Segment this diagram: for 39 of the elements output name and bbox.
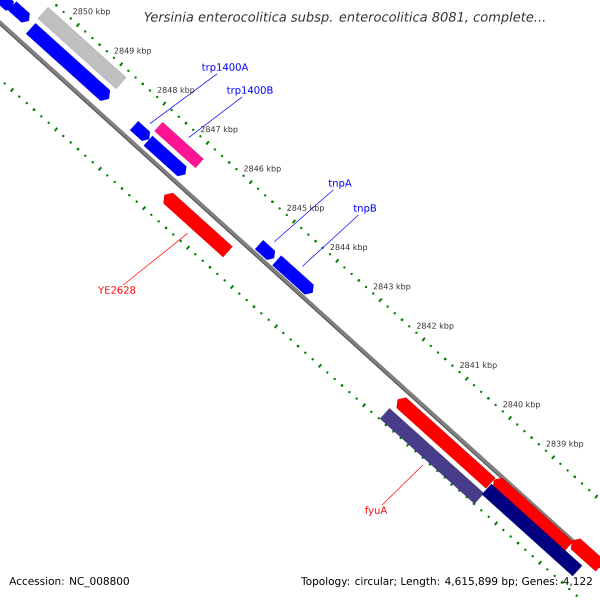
scale-label: 2839 kbp [546, 440, 584, 448]
scale-label: 2845 kbp [287, 204, 324, 212]
gene-bar [0, 0, 14, 11]
leader-line [188, 96, 243, 138]
gene-bar [396, 397, 496, 489]
leader-line [302, 214, 359, 267]
gene-bar [8, 1, 30, 23]
gene-bar [272, 255, 314, 295]
leader-line [122, 232, 188, 286]
gene-label: fyuA [365, 506, 388, 516]
scale-label: 2849 kbp [114, 47, 152, 56]
gene-bar [570, 538, 600, 572]
scale-label: 2844 kbp [330, 244, 368, 252]
gene-bar [482, 484, 582, 576]
gene-bar [130, 121, 150, 141]
scale-label: 2847 kbp [200, 126, 238, 134]
scale-label: 2840 kbp [503, 401, 540, 409]
title: Yersinia enterocolitica subsp. enterocolitica 8081, complete... [144, 12, 544, 24]
gene-bar [163, 192, 233, 258]
gene-label: trp1400B [226, 86, 273, 96]
gene-bar [254, 240, 276, 260]
summary-text: Topology: circular; Length: 4,615,899 bp; Genes: 4,122 [301, 576, 592, 588]
gene-label: tnpB [354, 204, 376, 214]
scale-label: 2843 kbp [374, 283, 410, 291]
scale-label: 2848 kbp [158, 86, 194, 94]
gene-label: trp1400A [202, 63, 248, 73]
scale-label: 2842 kbp [416, 322, 454, 330]
leader-line [150, 74, 218, 124]
gene-bar [144, 136, 186, 176]
accession-text: Accession: NC_008800 [9, 576, 129, 588]
scale-label: 2841 kbp [460, 362, 497, 370]
scale-label: 2846 kbp [244, 165, 281, 174]
leader-line [382, 464, 423, 506]
gene-bar [26, 23, 110, 101]
gene-label: YE2628 [98, 286, 136, 294]
leader-line [274, 190, 334, 242]
gene-bar [380, 408, 484, 504]
scale-label: 2850 kbp [73, 8, 110, 16]
gene-label: tnpA [328, 179, 352, 189]
